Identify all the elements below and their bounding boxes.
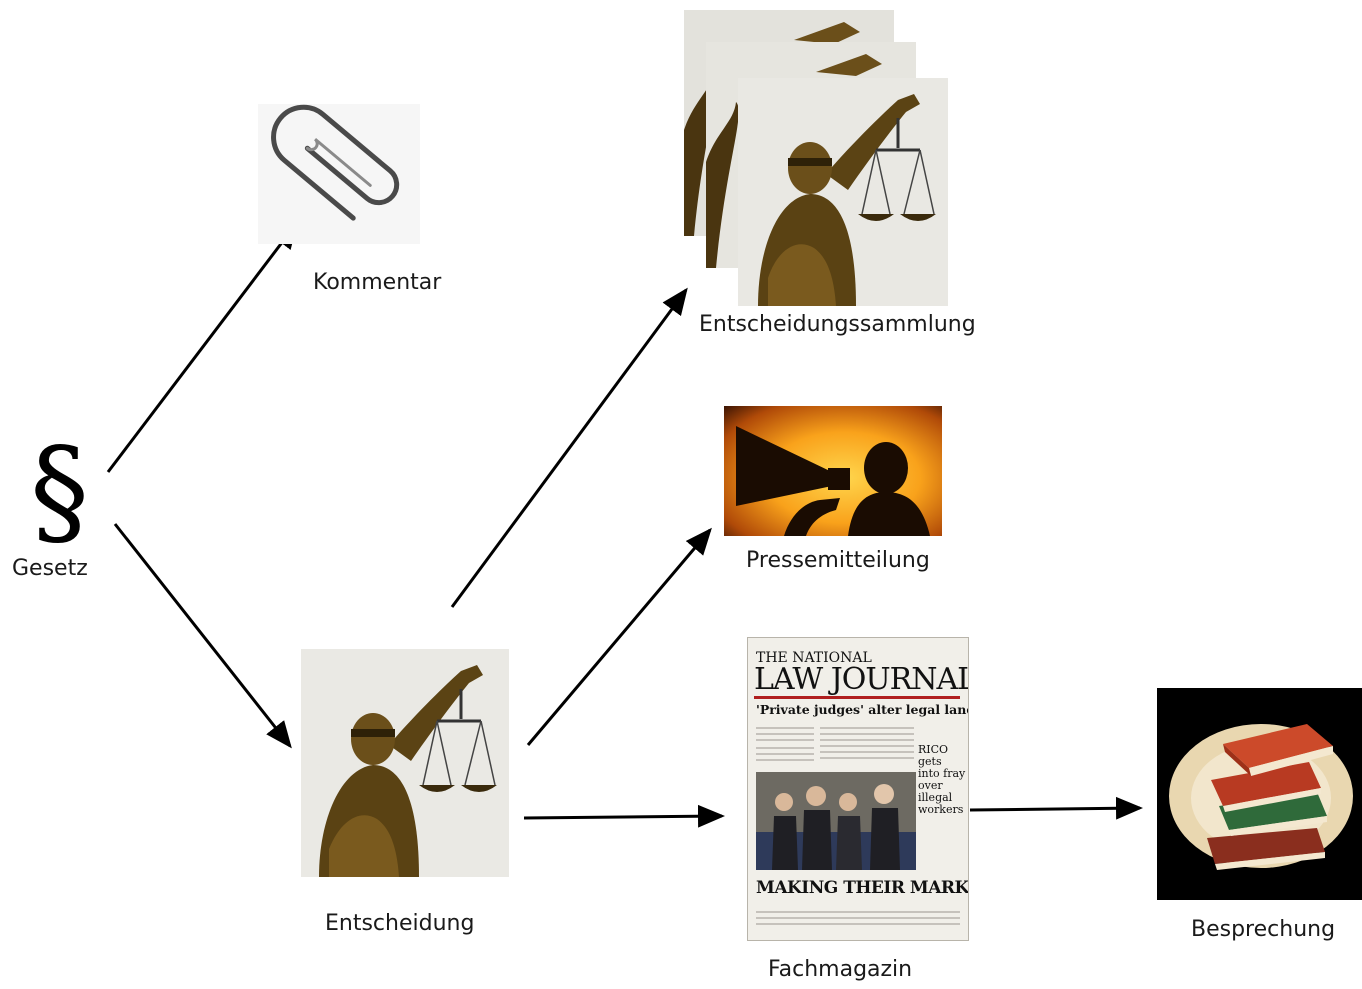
arrow-gesetz-to-entscheidung xyxy=(113,523,292,749)
arrow-fachmagazin-to-besprechung xyxy=(969,796,1143,820)
justitia-statue-image xyxy=(301,649,509,877)
arrow-entscheidung-to-sammlung xyxy=(450,287,688,608)
newspaper-image: THE NATIONAL LAW JOURNAL 'Private judges… xyxy=(747,637,969,941)
books-image xyxy=(1157,688,1362,900)
masthead-rule xyxy=(754,696,960,699)
newspaper-masthead: LAW JOURNAL xyxy=(754,662,969,697)
megaphone-icon xyxy=(736,426,930,536)
books-stack-icon xyxy=(1169,724,1353,870)
label-entscheidung: Entscheidung xyxy=(325,911,475,936)
megaphone-image xyxy=(724,406,942,536)
label-pressemitteilung: Pressemitteilung xyxy=(746,548,930,573)
arrow-entscheidung-to-fachmagazin xyxy=(523,804,725,828)
label-gesetz: Gesetz xyxy=(12,556,88,581)
newspaper-bottom-headline: MAKING THEIR MARK xyxy=(756,878,969,898)
arrow-entscheidung-to-presse xyxy=(526,527,712,746)
paperclip-icon xyxy=(258,104,420,244)
label-entscheidungssammlung: Entscheidungssammlung xyxy=(699,312,976,337)
label-fachmagazin: Fachmagazin xyxy=(768,957,913,982)
label-kommentar: Kommentar xyxy=(313,270,442,295)
arrow-gesetz-to-kommentar xyxy=(106,221,298,473)
statue-image-front xyxy=(738,78,948,306)
newspaper-headline: 'Private judges' alter legal landscape xyxy=(756,702,968,717)
label-besprechung: Besprechung xyxy=(1191,917,1336,942)
paragraph-symbol: § xyxy=(30,422,89,560)
newspaper-masthead-top: THE NATIONAL xyxy=(756,650,872,666)
newspaper-sidebar-headline: RICO gets into fray over illegal workers xyxy=(918,743,966,816)
newspaper-columns xyxy=(756,727,960,925)
